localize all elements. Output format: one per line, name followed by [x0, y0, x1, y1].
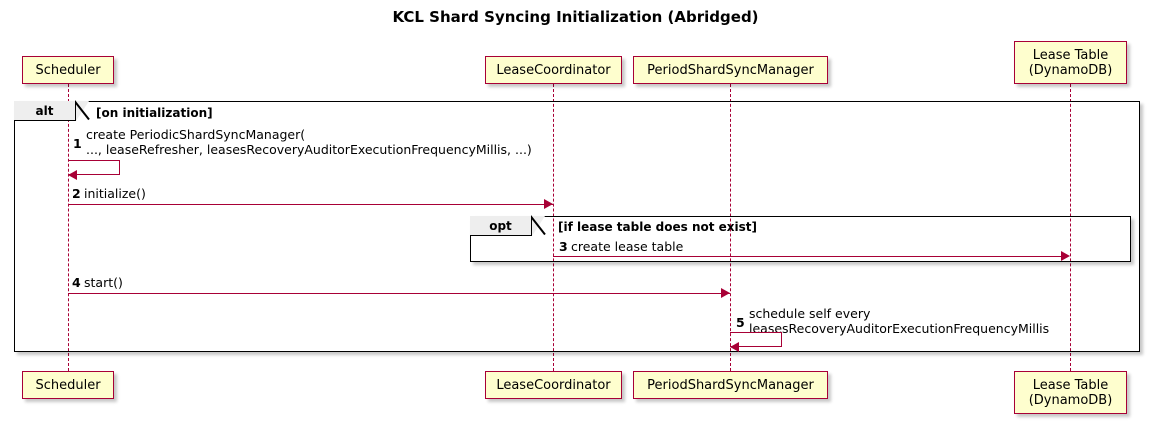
- fragment-opt-guard: [if lease table does not exist]: [558, 220, 758, 234]
- message-3-line: [553, 256, 1061, 257]
- fragment-alt: [14, 101, 1140, 352]
- message-2-label: initialize(): [84, 186, 146, 201]
- participant-lease-table-bottom-label-line-2: (DynamoDB): [1028, 392, 1113, 408]
- message-2-number: 2: [72, 186, 81, 201]
- message-4-line: [68, 293, 730, 294]
- participant-scheduler-bottom[interactable]: Scheduler: [22, 371, 114, 399]
- message-4-label: start(): [84, 275, 123, 290]
- lifeline-scheduler: [68, 84, 69, 371]
- message-5-number: 5: [736, 315, 745, 330]
- fragment-alt-operator-tab: alt: [14, 101, 76, 121]
- message-3-label: create lease table: [571, 239, 684, 254]
- participant-period-shard-sync-manager-top-label: PeriodShardSyncManager: [647, 62, 814, 78]
- message-4-number: 4: [72, 275, 81, 290]
- fragment-alt-operator-label: alt: [35, 103, 54, 118]
- participant-lease-coordinator-bottom-label: LeaseCoordinator: [496, 377, 611, 393]
- fragment-alt-tab-corner-edge: [75, 100, 92, 122]
- message-3-number: 3: [559, 239, 568, 254]
- message-5-label-line-1: schedule self every: [749, 306, 871, 321]
- lifeline-lease-coordinator: [553, 84, 554, 371]
- participant-lease-table-bottom-label-line-1: Lease Table: [1032, 377, 1109, 393]
- lifeline-period-shard-sync-manager: [730, 84, 731, 371]
- diagram-title: KCL Shard Syncing Initialization (Abridg…: [392, 8, 759, 26]
- message-5-arrowhead: [730, 342, 739, 352]
- message-5-label-line-2: leasesRecoveryAuditorExecutionFrequencyM…: [749, 321, 1050, 336]
- participant-period-shard-sync-manager-bottom[interactable]: PeriodShardSyncManager: [633, 371, 828, 399]
- participant-lease-table-top-label-line-2: (DynamoDB): [1028, 62, 1113, 78]
- participant-scheduler-top-label: Scheduler: [35, 62, 101, 78]
- participant-lease-coordinator-top-label: LeaseCoordinator: [496, 62, 611, 78]
- participant-lease-coordinator-top[interactable]: LeaseCoordinator: [485, 56, 622, 84]
- message-1-self-call-path: [68, 160, 120, 175]
- lifeline-lease-table: [1070, 84, 1071, 371]
- message-1-label-line-1: create PeriodicShardSyncManager(: [86, 127, 306, 142]
- fragment-opt-operator-label: opt: [489, 218, 512, 233]
- participant-lease-table-top-label-line-1: Lease Table: [1032, 47, 1109, 63]
- participant-scheduler-bottom-label: Scheduler: [35, 377, 101, 393]
- message-4-arrowhead: [721, 288, 730, 298]
- participant-lease-coordinator-bottom[interactable]: LeaseCoordinator: [485, 371, 622, 399]
- participant-lease-table-top[interactable]: Lease Table (DynamoDB): [1014, 41, 1127, 84]
- message-3-arrowhead: [1061, 251, 1070, 261]
- message-1-number: 1: [73, 136, 82, 151]
- message-2-arrowhead: [544, 199, 553, 209]
- participant-period-shard-sync-manager-bottom-label: PeriodShardSyncManager: [647, 377, 814, 393]
- participant-lease-table-bottom[interactable]: Lease Table (DynamoDB): [1014, 371, 1127, 414]
- fragment-opt-tab-corner-edge: [531, 215, 548, 237]
- message-1-label-line-2: ..., leaseRefresher, leasesRecoveryAudit…: [86, 142, 532, 157]
- participant-period-shard-sync-manager-top[interactable]: PeriodShardSyncManager: [633, 56, 828, 84]
- fragment-opt: [470, 216, 1131, 262]
- fragment-alt-guard: [on initialization]: [96, 106, 213, 120]
- participant-scheduler-top[interactable]: Scheduler: [22, 56, 114, 84]
- message-5-self-call-path: [730, 332, 782, 347]
- message-2-line: [68, 204, 553, 205]
- fragment-opt-operator-tab: opt: [470, 216, 532, 236]
- message-1-arrowhead: [68, 170, 77, 180]
